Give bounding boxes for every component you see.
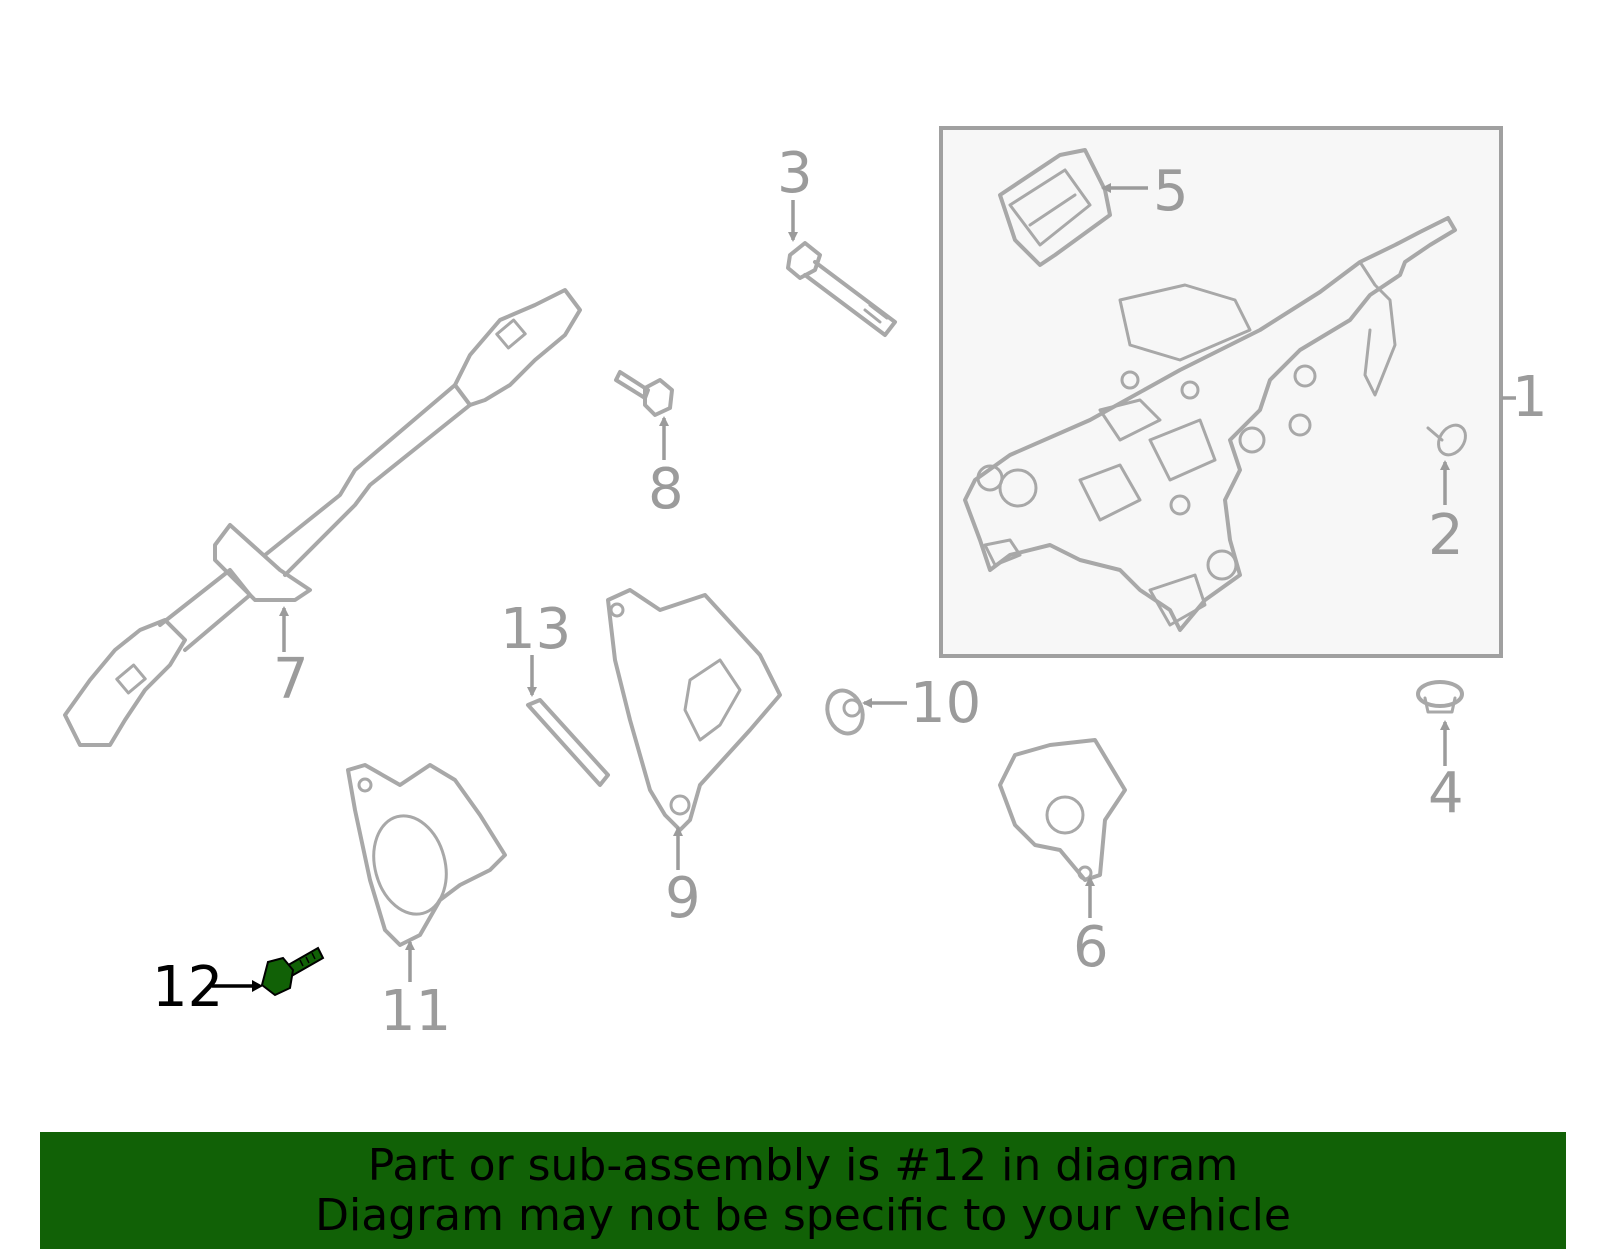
steering-column-drawing xyxy=(963,216,1457,632)
part-13-seal-drawing xyxy=(526,698,610,787)
callout-9: 9 xyxy=(665,866,701,931)
part-11-boot-drawing xyxy=(346,763,507,947)
part-5-module-drawing xyxy=(998,148,1112,267)
callout-6: 6 xyxy=(1073,915,1109,980)
callout-5: 5 xyxy=(1153,159,1189,224)
callout-7: 7 xyxy=(273,647,309,712)
leader-arrows xyxy=(212,183,1450,992)
callout-10: 10 xyxy=(910,671,981,736)
steering-column-assembly-box xyxy=(939,126,1516,658)
part-7-intermediate-shaft-drawing xyxy=(63,288,582,747)
part-6-switch-drawing xyxy=(998,738,1127,882)
part-2-bolt-drawing xyxy=(1426,423,1467,457)
callout-13: 13 xyxy=(500,597,571,662)
callout-8: 8 xyxy=(648,457,684,522)
part-4-nut-drawing xyxy=(1416,680,1464,714)
part-9-cover-drawing xyxy=(606,588,782,832)
callout-11: 11 xyxy=(380,979,451,1044)
callout-2: 2 xyxy=(1428,503,1464,568)
info-banner: Part or sub-assembly is #12 in diagram D… xyxy=(40,1132,1566,1249)
banner-line-2: Diagram may not be specific to your vehi… xyxy=(315,1190,1291,1241)
callout-4: 4 xyxy=(1428,761,1464,826)
part-8-bolt-drawing xyxy=(614,370,674,417)
callout-12: 12 xyxy=(152,955,223,1020)
banner-line-1: Part or sub-assembly is #12 in diagram xyxy=(367,1140,1239,1191)
callout-1: 1 xyxy=(1512,365,1548,430)
part-10-nut-drawing xyxy=(825,688,865,736)
part-12-bolt-highlighted xyxy=(260,946,325,997)
part-3-bolt-drawing xyxy=(786,241,897,337)
callout-3: 3 xyxy=(777,141,813,206)
